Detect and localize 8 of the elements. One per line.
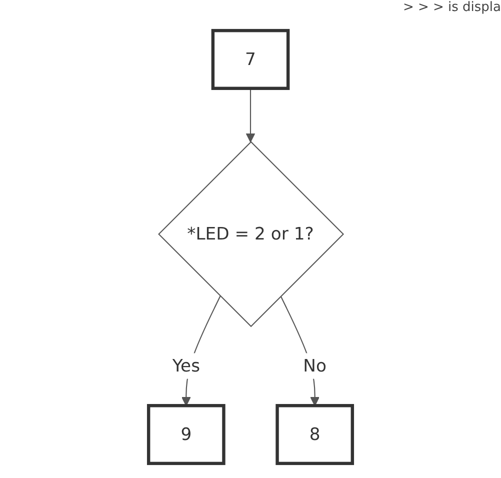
node-diamond: *LED = 2 or 1? <box>158 141 344 328</box>
edge-label: Yes <box>172 355 200 376</box>
edge-label: No <box>303 355 326 376</box>
node-box: 7 <box>211 28 290 90</box>
node-box: 8 <box>276 404 354 466</box>
node-box: 9 <box>146 404 226 466</box>
arrow <box>246 88 256 142</box>
note-text: > > > is displa <box>402 0 501 15</box>
